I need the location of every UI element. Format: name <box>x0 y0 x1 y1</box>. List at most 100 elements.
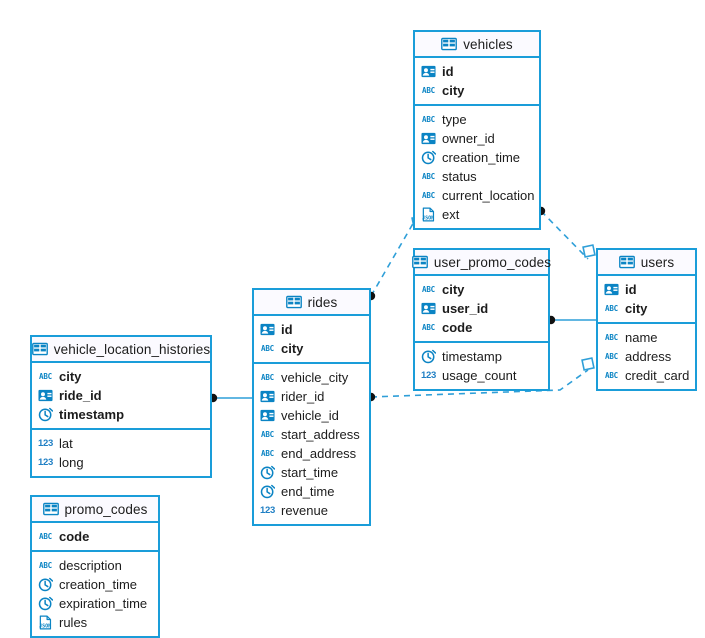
field-label: timestamp <box>59 407 125 422</box>
clock-icon <box>38 407 53 422</box>
primary-key-row-city[interactable]: ABC city <box>598 299 695 318</box>
column-row-long[interactable]: 123 long <box>32 453 210 472</box>
primary-key-row-timestamp[interactable]: timestamp <box>32 405 210 424</box>
field-label: current_location <box>442 188 535 203</box>
field-label: id <box>442 64 454 79</box>
column-row-current_location[interactable]: ABC current_location <box>415 186 539 205</box>
number-123-icon: 123 <box>260 505 275 516</box>
table-title: users <box>640 254 675 270</box>
primary-key-row-city[interactable]: ABC city <box>254 339 369 358</box>
field-label: city <box>625 301 648 316</box>
svg-text:JSON: JSON <box>422 215 434 221</box>
table-header-vehicles[interactable]: vehicles <box>415 32 539 58</box>
field-label: revenue <box>281 503 328 518</box>
table-header-promo_codes[interactable]: promo_codes <box>32 497 158 523</box>
key-id-icon <box>421 64 436 79</box>
primary-key-row-id[interactable]: id <box>254 320 369 339</box>
column-row-revenue[interactable]: 123 revenue <box>254 501 369 520</box>
column-row-start_time[interactable]: start_time <box>254 463 369 482</box>
column-row-end_time[interactable]: end_time <box>254 482 369 501</box>
table-title: promo_codes <box>64 501 148 517</box>
field-label: user_id <box>442 301 489 316</box>
string-abc-icon: ABC <box>422 191 435 200</box>
string-abc-icon: ABC <box>605 304 618 313</box>
table-header-vehicle_location_histories[interactable]: vehicle_location_histories <box>31 337 210 363</box>
primary-key-row-ride_id[interactable]: ride_id <box>32 386 210 405</box>
table-icon <box>441 36 458 52</box>
relationship-endpoint-square <box>582 244 596 258</box>
string-abc-icon: ABC <box>39 532 52 541</box>
clock-icon <box>421 150 436 165</box>
column-row-vehicle_id[interactable]: vehicle_id <box>254 406 369 425</box>
field-label: status <box>442 169 477 184</box>
column-row-address[interactable]: ABC address <box>598 347 695 366</box>
string-abc-icon: ABC <box>605 352 618 361</box>
column-row-creation_time[interactable]: creation_time <box>32 575 158 594</box>
column-row-expiration_time[interactable]: expiration_time <box>32 594 158 613</box>
field-label: rider_id <box>281 389 325 404</box>
field-label: timestamp <box>442 349 502 364</box>
field-label: long <box>59 455 84 470</box>
string-abc-icon: ABC <box>261 344 274 353</box>
field-label: description <box>59 558 122 573</box>
field-label: end_time <box>281 484 335 499</box>
field-label: city <box>281 341 304 356</box>
column-row-creation_time[interactable]: creation_time <box>415 148 539 167</box>
column-row-timestamp[interactable]: timestamp <box>415 347 548 366</box>
field-label: address <box>625 349 672 364</box>
primary-key-row-user_id[interactable]: user_id <box>415 299 548 318</box>
field-label: expiration_time <box>59 596 148 611</box>
field-label: creation_time <box>59 577 138 592</box>
primary-key-row-id[interactable]: id <box>598 280 695 299</box>
primary-key-row-id[interactable]: id <box>415 62 539 81</box>
table-header-user_promo_codes[interactable]: user_promo_codes <box>412 250 551 276</box>
table-header-users[interactable]: users <box>598 250 695 276</box>
column-row-rider_id[interactable]: rider_id <box>254 387 369 406</box>
json-document-icon: JSON <box>421 207 436 222</box>
table-header-rides[interactable]: rides <box>254 290 369 316</box>
field-label: name <box>625 330 658 345</box>
column-row-owner_id[interactable]: owner_id <box>415 129 539 148</box>
clock-icon <box>38 577 53 592</box>
table-icon <box>412 254 428 270</box>
table-icon <box>42 501 59 517</box>
string-abc-icon: ABC <box>605 371 618 380</box>
key-id-icon <box>260 408 275 423</box>
key-id-icon <box>604 282 619 297</box>
field-label: start_address <box>281 427 360 442</box>
clock-icon <box>260 484 275 499</box>
number-123-icon: 123 <box>38 457 53 468</box>
clock-icon <box>260 465 275 480</box>
